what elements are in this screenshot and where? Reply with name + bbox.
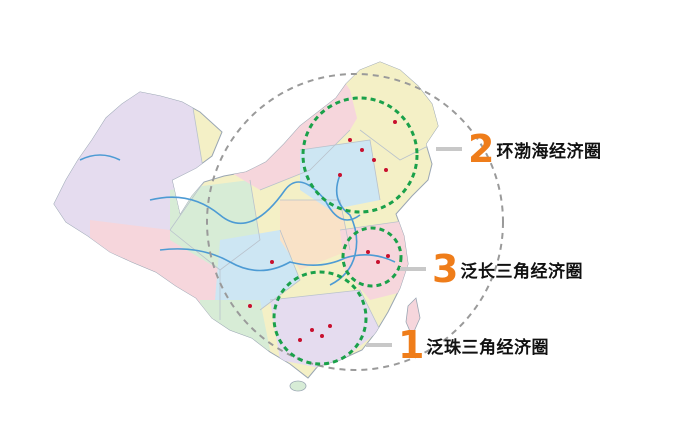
city-dot-icon (320, 334, 324, 338)
region-name: 泛珠三角经济圈 (426, 337, 549, 358)
city-dot-icon (386, 254, 390, 258)
city-dot-icon (348, 138, 352, 142)
circle-bohai (301, 96, 419, 214)
river-yellow (149, 181, 361, 225)
province-borders (169, 89, 438, 331)
region-name: 泛长三角经济圈 (460, 261, 583, 282)
city-dot-icon (372, 158, 376, 162)
province-yunnan (200, 300, 270, 360)
province-central (280, 200, 350, 270)
pointer-line (400, 267, 426, 271)
city-dot-icon (328, 324, 332, 328)
city-dot-icon (338, 173, 342, 177)
city-dot-icon (384, 168, 388, 172)
city-dot-icon (270, 260, 274, 264)
region-number: 3 (432, 247, 459, 291)
city-dot-icon (310, 328, 314, 332)
outer-dashed-circle (206, 73, 504, 371)
circle-pearl (272, 270, 368, 366)
city-dot-icon (393, 120, 397, 124)
river-yangtze (159, 248, 396, 272)
label-yangtze: 3 泛长三角经济圈 (400, 250, 583, 288)
pointer-line (366, 343, 392, 347)
river-north (79, 154, 121, 161)
city-dots (248, 120, 397, 342)
region-number: 2 (468, 127, 495, 171)
label-pearl: 1 泛珠三角经济圈 (366, 326, 549, 364)
province-east (340, 220, 410, 300)
province-south (270, 290, 380, 370)
region-name: 环渤海经济圈 (496, 141, 602, 162)
taiwan-island (405, 297, 421, 337)
city-dot-icon (366, 250, 370, 254)
circle-yangtze (341, 226, 403, 288)
hainan-island (289, 380, 307, 392)
city-dot-icon (298, 338, 302, 342)
city-dot-icon (376, 260, 380, 264)
city-dot-icon (360, 148, 364, 152)
city-dot-icon (248, 304, 252, 308)
region-number: 1 (398, 323, 425, 367)
pointer-line (436, 147, 462, 151)
label-bohai: 2 环渤海经济圈 (436, 130, 601, 168)
